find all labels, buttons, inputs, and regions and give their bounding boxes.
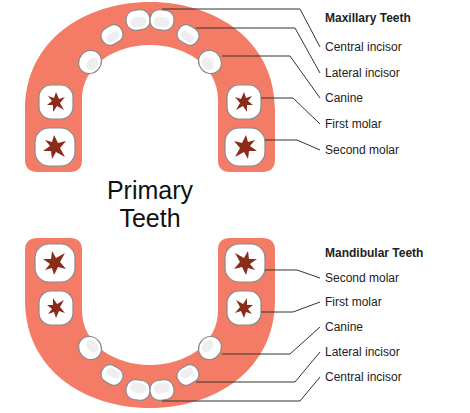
group-heading: Maxillary Teeth [325, 10, 411, 26]
leader-line [222, 56, 320, 98]
tooth-label: Second molar [325, 270, 399, 286]
diagram-title: Primary Teeth [95, 176, 205, 232]
leader-line [265, 140, 320, 150]
leader-line [196, 352, 320, 382]
leader-line [265, 270, 320, 278]
tooth-label: First molar [325, 294, 382, 310]
leader-line [162, 377, 320, 401]
tooth-label: Central incisor [325, 369, 402, 385]
leader-lines [162, 9, 320, 401]
group-heading: Mandibular Teeth [325, 245, 423, 261]
tooth-label: Second molar [325, 142, 399, 158]
tooth-label: First molar [325, 116, 382, 132]
leader-line [261, 302, 320, 312]
tooth-label: Lateral incisor [325, 65, 400, 81]
leader-line [261, 98, 320, 124]
tooth-label: Lateral incisor [325, 344, 400, 360]
leader-line [196, 28, 320, 73]
tooth-label: Canine [325, 319, 363, 335]
tooth-label: Central incisor [325, 39, 402, 55]
tooth-label: Canine [325, 90, 363, 106]
leader-line [222, 327, 320, 354]
